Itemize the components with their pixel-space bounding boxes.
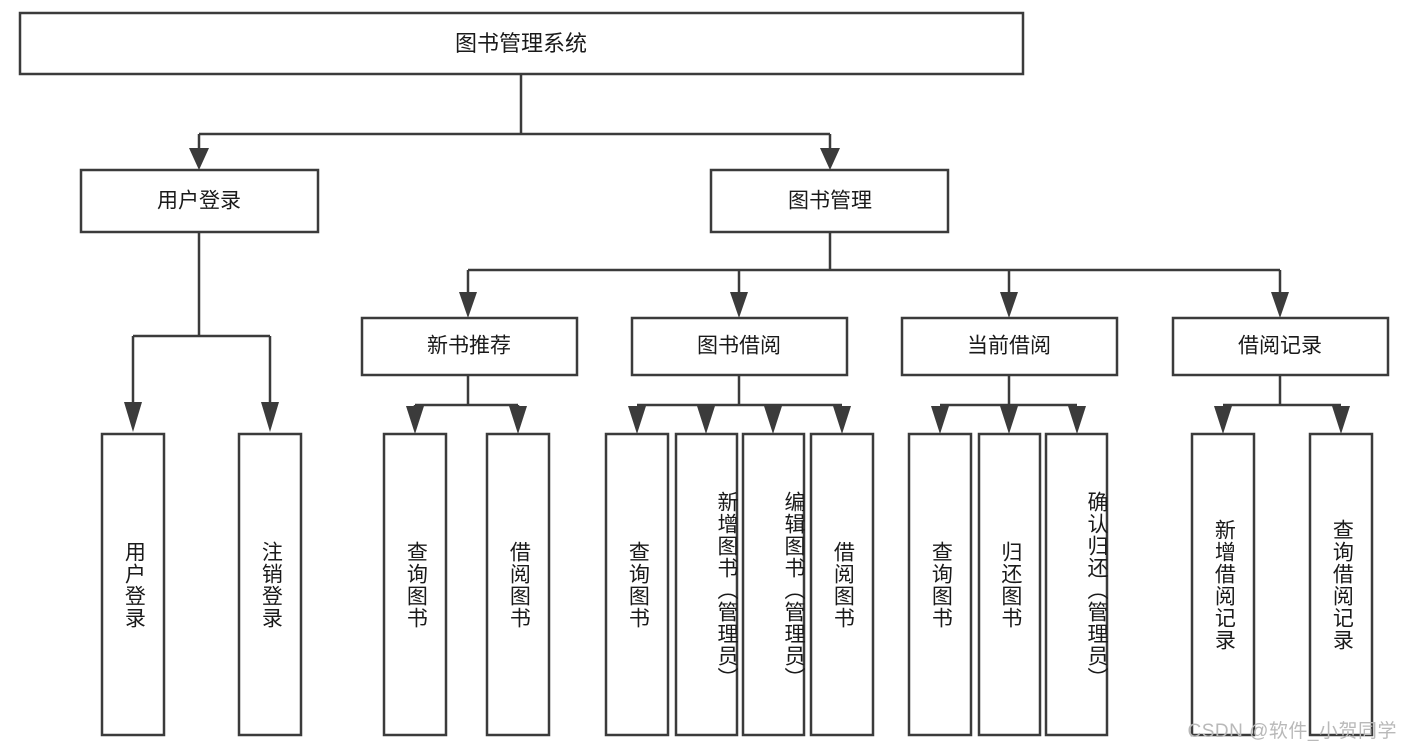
arrowhead-leaf-add-book-icon [697,406,715,434]
node-leaf-confirm-return-box[interactable] [1044,432,1109,737]
arrowhead-leaf-user-logout-icon [261,402,279,432]
node-leaf-edit-book-box[interactable] [741,432,806,737]
arrowhead-leaf-query-book-2-icon [628,406,646,434]
node-root[interactable]: 图书管理系统 [18,11,1025,76]
node-leaf-query-book-3-box[interactable] [907,432,973,737]
connector-group-root-to-level2 [189,74,840,170]
arrowhead-leaf-query-record-icon [1332,406,1350,434]
leaf-box-group [100,432,1374,737]
arrowhead-current-borrow-icon [1000,292,1018,318]
arrowhead-user-login-icon [189,148,209,170]
arrowhead-leaf-borrow-book-1-icon [509,406,527,434]
arrowhead-leaf-query-book-1-icon [406,406,424,434]
node-book-borrow-label: 图书借阅 [697,335,781,358]
arrowhead-book-borrow-icon [730,292,748,318]
arrowhead-leaf-user-login-icon [124,402,142,432]
arrowhead-leaf-borrow-book-2-icon [833,406,851,434]
watermark-text: CSDN @软件_小贺同学 [1187,721,1397,742]
node-book-borrow-box[interactable] [630,316,849,377]
arrowhead-leaf-add-record-icon [1214,406,1232,434]
node-borrow-record-box[interactable] [1171,316,1390,377]
connector-group-book-manage-to-level3 [459,232,1289,318]
node-leaf-return-book-box[interactable] [977,432,1042,737]
node-leaf-query-book-1-box[interactable] [382,432,448,737]
node-current-borrow-box[interactable] [900,316,1119,377]
node-borrow-record-label: 借阅记录 [1238,335,1322,358]
node-user-login-box[interactable] [79,168,320,234]
arrowhead-book-manage-icon [820,148,840,170]
node-book-manage-box[interactable] [709,168,950,234]
arrowhead-leaf-edit-book-icon [764,406,782,434]
node-borrow-record[interactable]: 借阅记录 [1171,316,1390,377]
node-leaf-add-book-box[interactable] [674,432,739,737]
node-leaf-user-login-box[interactable] [100,432,166,737]
node-current-borrow-label: 当前借阅 [967,335,1051,358]
node-book-borrow[interactable]: 图书借阅 [630,316,849,377]
connector-group-borrow-record-to-leaves [1214,375,1350,434]
node-new-book-recommend[interactable]: 新书推荐 [360,316,579,377]
node-user-login[interactable]: 用户登录 [79,168,320,234]
node-leaf-add-record-box[interactable] [1190,432,1256,737]
node-leaf-query-book-2-box[interactable] [604,432,670,737]
arrowhead-new-book-recommend-icon [459,292,477,318]
node-root-box[interactable] [18,11,1025,76]
connector-group-book-borrow-to-leaves [628,375,851,434]
node-leaf-user-logout-box[interactable] [237,432,303,737]
node-leaf-query-record-box[interactable] [1308,432,1374,737]
node-book-manage[interactable]: 图书管理 [709,168,950,234]
node-new-book-recommend-box[interactable] [360,316,579,377]
node-user-login-label: 用户登录 [157,190,241,213]
arrowhead-leaf-confirm-return-icon [1068,406,1086,434]
connector-group-current-borrow-to-leaves [931,375,1086,434]
node-current-borrow[interactable]: 当前借阅 [900,316,1119,377]
node-book-manage-label: 图书管理 [788,190,872,213]
arrowhead-leaf-query-book-3-icon [931,406,949,434]
node-leaf-borrow-book-2-box[interactable] [809,432,875,737]
arrowhead-leaf-return-book-icon [1000,406,1018,434]
node-root-label: 图书管理系统 [455,31,587,56]
arrowhead-borrow-record-icon [1271,292,1289,318]
connector-group-new-book-recommend-to-leaves [406,375,527,434]
node-new-book-recommend-label: 新书推荐 [427,335,511,358]
node-leaf-borrow-book-1-box[interactable] [485,432,551,737]
connector-group-user-login-to-leaves [124,232,279,432]
